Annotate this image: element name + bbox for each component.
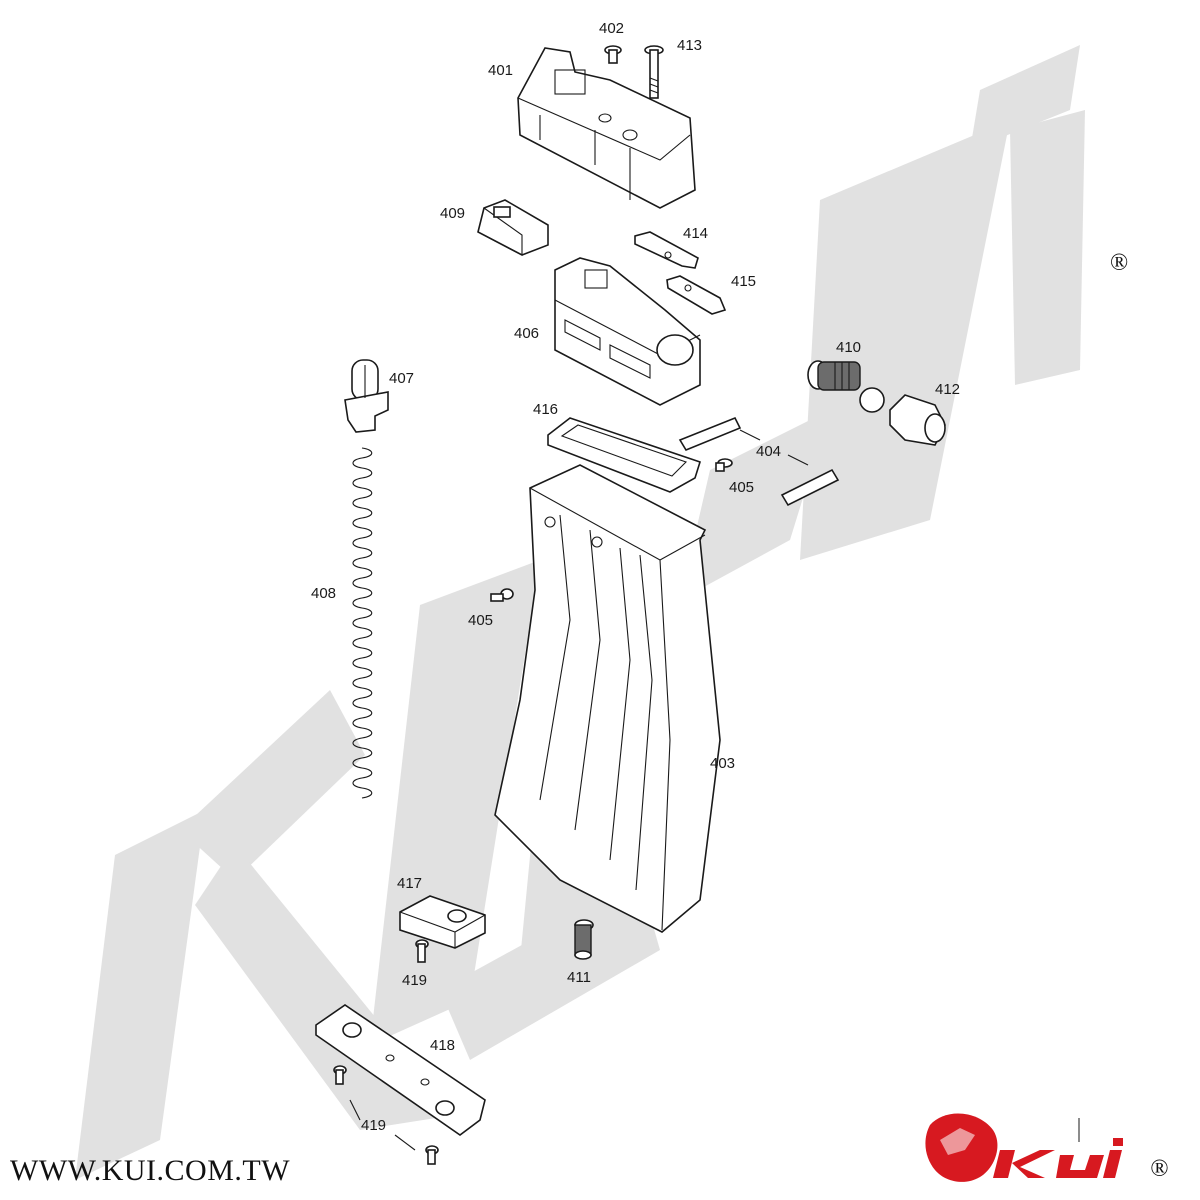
lion-head-icon [925, 1113, 998, 1182]
part-412-cap [889, 394, 946, 446]
part-label: 416 [533, 401, 558, 418]
part-419-screw-upper [415, 939, 429, 963]
part-401-housing [517, 47, 696, 209]
part-label: 419 [361, 1117, 386, 1134]
part-label: 407 [389, 370, 414, 387]
part-label: 415 [731, 273, 756, 290]
part-label: 404 [756, 443, 781, 460]
registered-mark: ® [1110, 250, 1128, 276]
part-label: 412 [935, 381, 960, 398]
part-label: 403 [710, 755, 735, 772]
part-label: 405 [468, 612, 493, 629]
part-label: 414 [683, 225, 708, 242]
part-label: 402 [599, 20, 624, 37]
part-406-valve-body [554, 257, 701, 406]
kui-logo: ® [925, 1113, 1168, 1182]
part-402-screw [604, 45, 622, 64]
logo-registered-mark: ® [1150, 1156, 1168, 1182]
part-label: 408 [311, 585, 336, 602]
part-403-magazine-body [494, 464, 721, 933]
part-416-gasket [547, 417, 701, 493]
part-417-block [399, 895, 486, 949]
part-404-pins [678, 416, 840, 507]
part-419-screws-lower [333, 1065, 439, 1165]
part-label: 406 [514, 325, 539, 342]
part-413-screw [644, 45, 664, 99]
part-label: 418 [430, 1037, 455, 1054]
part-407-follower [344, 359, 389, 433]
part-label: 413 [677, 37, 702, 54]
part-405-screw-upper [715, 458, 733, 472]
part-label: 411 [567, 969, 591, 986]
part-415-lever [666, 275, 727, 315]
part-410-valve [807, 360, 885, 413]
part-label: 417 [397, 875, 422, 892]
part-411-valve [574, 919, 594, 960]
part-label: 409 [440, 205, 465, 222]
part-label: 401 [488, 62, 513, 79]
part-414-lever [634, 231, 699, 269]
part-418-base-plate [315, 1004, 486, 1136]
part-405-screw-lower [490, 588, 514, 602]
part-label: 419 [402, 972, 427, 989]
part-label: 405 [729, 479, 754, 496]
part-409-block [477, 199, 549, 256]
part-408-spring [352, 447, 373, 799]
part-labels: 401 402 413 409 414 415 406 407 410 412 … [311, 20, 960, 1134]
kui-lettering-icon [993, 1138, 1123, 1178]
website-url[interactable]: WWW.KUI.COM.TW [10, 1154, 291, 1187]
part-label: 410 [836, 339, 861, 356]
